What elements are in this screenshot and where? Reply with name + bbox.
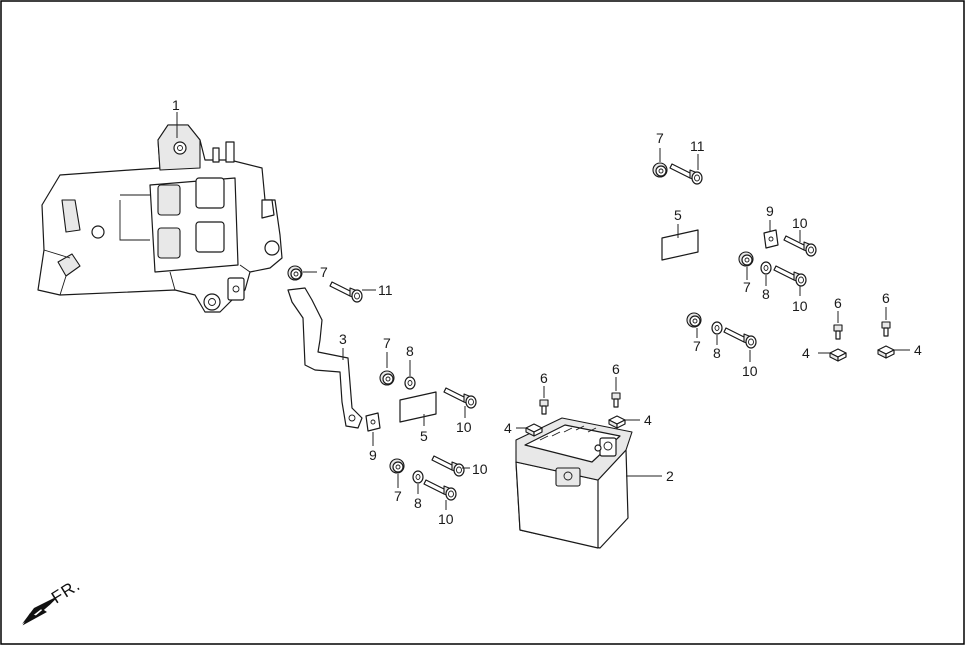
callout-5a: 5 (420, 428, 428, 444)
front-label: FR. (48, 575, 84, 607)
callout-6b: 6 (612, 361, 620, 377)
callout-8a: 8 (406, 343, 414, 359)
callout-9a: 9 (369, 447, 377, 463)
battery (515, 417, 633, 549)
bracket-stay (287, 287, 363, 429)
callout-7f: 7 (693, 338, 701, 354)
callout-9b: 9 (766, 203, 774, 219)
callout-3: 3 (339, 331, 347, 347)
callout-6c: 6 (834, 295, 842, 311)
callout-4c: 4 (802, 345, 810, 361)
battery-box (37, 124, 283, 313)
callout-10c: 10 (438, 511, 454, 527)
callout-8b: 8 (414, 495, 422, 511)
callout-10f: 10 (742, 363, 758, 379)
callout-11b: 11 (690, 138, 705, 154)
callout-6a: 6 (540, 370, 548, 386)
callout-7c: 7 (394, 488, 402, 504)
callout-2: 2 (666, 468, 674, 484)
callout-6d: 6 (882, 290, 890, 306)
callout-4d: 4 (914, 342, 922, 358)
callout-1: 1 (172, 97, 180, 113)
callout-10a: 10 (456, 419, 472, 435)
callout-10b: 10 (472, 461, 488, 477)
callout-7d: 7 (656, 130, 664, 146)
callout-7a: 7 (320, 264, 328, 280)
callout-11a: 11 (378, 282, 393, 298)
callout-8c: 8 (762, 286, 770, 302)
callout-4a: 4 (504, 420, 512, 436)
callout-10d: 10 (792, 215, 808, 231)
callout-8d: 8 (713, 345, 721, 361)
callout-7e: 7 (743, 279, 751, 295)
callout-7b: 7 (383, 335, 391, 351)
callout-5b: 5 (674, 207, 682, 223)
callout-10e: 10 (792, 298, 808, 314)
front-direction-arrow (22, 596, 58, 626)
callout-4b: 4 (644, 412, 652, 428)
